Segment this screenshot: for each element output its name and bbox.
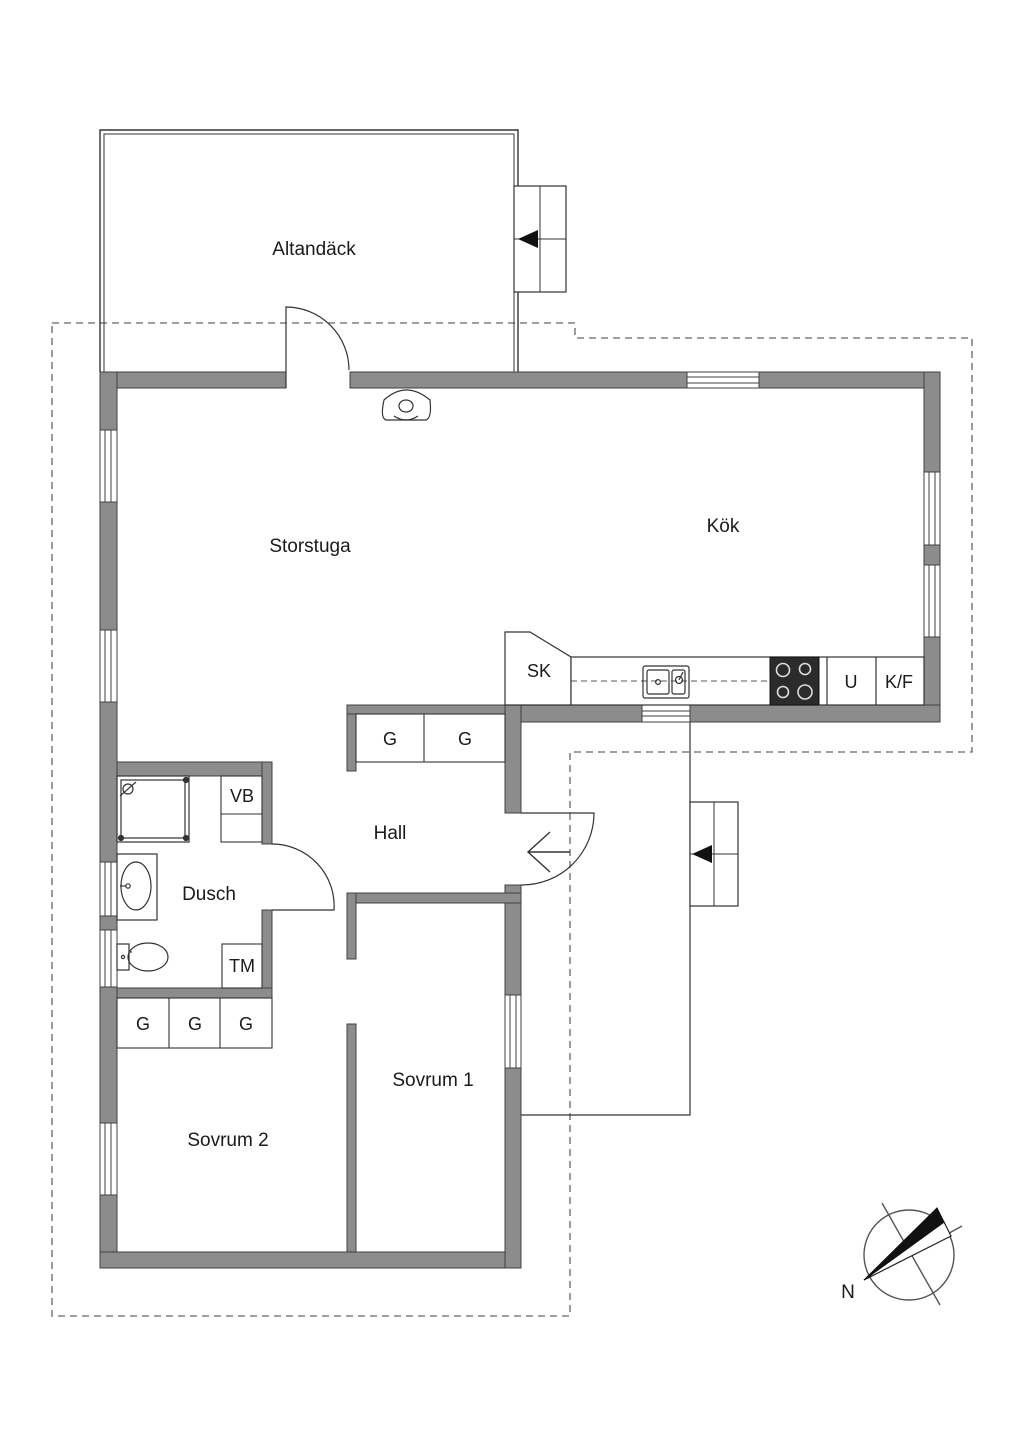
doors bbox=[271, 306, 595, 911]
room-label-hall: Hall bbox=[374, 823, 407, 844]
kitchen-counter bbox=[504, 631, 925, 706]
roof-outline bbox=[51, 322, 973, 1317]
window-east-1 bbox=[923, 471, 941, 546]
washbasin-icon bbox=[116, 853, 158, 921]
room-label-altandack: Altandäck bbox=[272, 239, 356, 260]
window-sovrum1 bbox=[504, 994, 522, 1069]
window-north-1 bbox=[686, 371, 760, 389]
shower-icon bbox=[116, 775, 190, 843]
interior-walls bbox=[116, 704, 522, 1253]
label-fridge-u: U bbox=[845, 672, 858, 692]
window-east-2 bbox=[923, 564, 941, 638]
exterior-walls bbox=[99, 371, 941, 1269]
room-label-sovrum1: Sovrum 1 bbox=[392, 1070, 473, 1091]
door-dusch bbox=[271, 843, 335, 911]
room-label-storstuga: Storstuga bbox=[269, 536, 351, 557]
room-label-kok: Kök bbox=[707, 516, 740, 537]
label-closet-g: G bbox=[239, 1014, 253, 1034]
label-closet-g: G bbox=[188, 1014, 202, 1034]
closets bbox=[116, 713, 506, 1049]
stove-icon bbox=[769, 656, 820, 706]
window-bath-1 bbox=[99, 861, 118, 917]
room-label-sovrum2: Sovrum 2 bbox=[187, 1130, 268, 1151]
label-closet-g: G bbox=[136, 1014, 150, 1034]
label-skafferi-sk: SK bbox=[527, 661, 551, 681]
window-west-1 bbox=[99, 429, 118, 503]
door-entrance bbox=[520, 812, 595, 886]
window-sovrum2 bbox=[99, 1122, 118, 1196]
deck bbox=[99, 129, 567, 372]
room-label-dusch: Dusch bbox=[182, 884, 236, 905]
label-closet-g: G bbox=[458, 729, 472, 749]
label-fridge-freezer-kf: K/F bbox=[885, 672, 913, 692]
compass-north-label: N bbox=[841, 1282, 855, 1303]
window-kitchen-south bbox=[641, 704, 691, 723]
sink-icon bbox=[642, 665, 690, 699]
windows bbox=[99, 371, 941, 1196]
window-bath-2 bbox=[99, 929, 118, 988]
entrance-steps-arrow-icon bbox=[692, 845, 712, 863]
deck-steps-arrow-icon bbox=[518, 230, 538, 248]
entrance-platform bbox=[520, 719, 739, 1116]
compass-icon bbox=[863, 1202, 963, 1306]
label-closet-g: G bbox=[383, 729, 397, 749]
door-deck bbox=[285, 306, 350, 388]
label-washbasin-vb: VB bbox=[230, 786, 254, 806]
window-west-2 bbox=[99, 629, 118, 703]
toilet-icon bbox=[116, 942, 169, 972]
fireplace-icon bbox=[381, 389, 432, 421]
entrance-arrow-icon bbox=[526, 831, 570, 873]
label-washer-tm: TM bbox=[229, 956, 255, 976]
